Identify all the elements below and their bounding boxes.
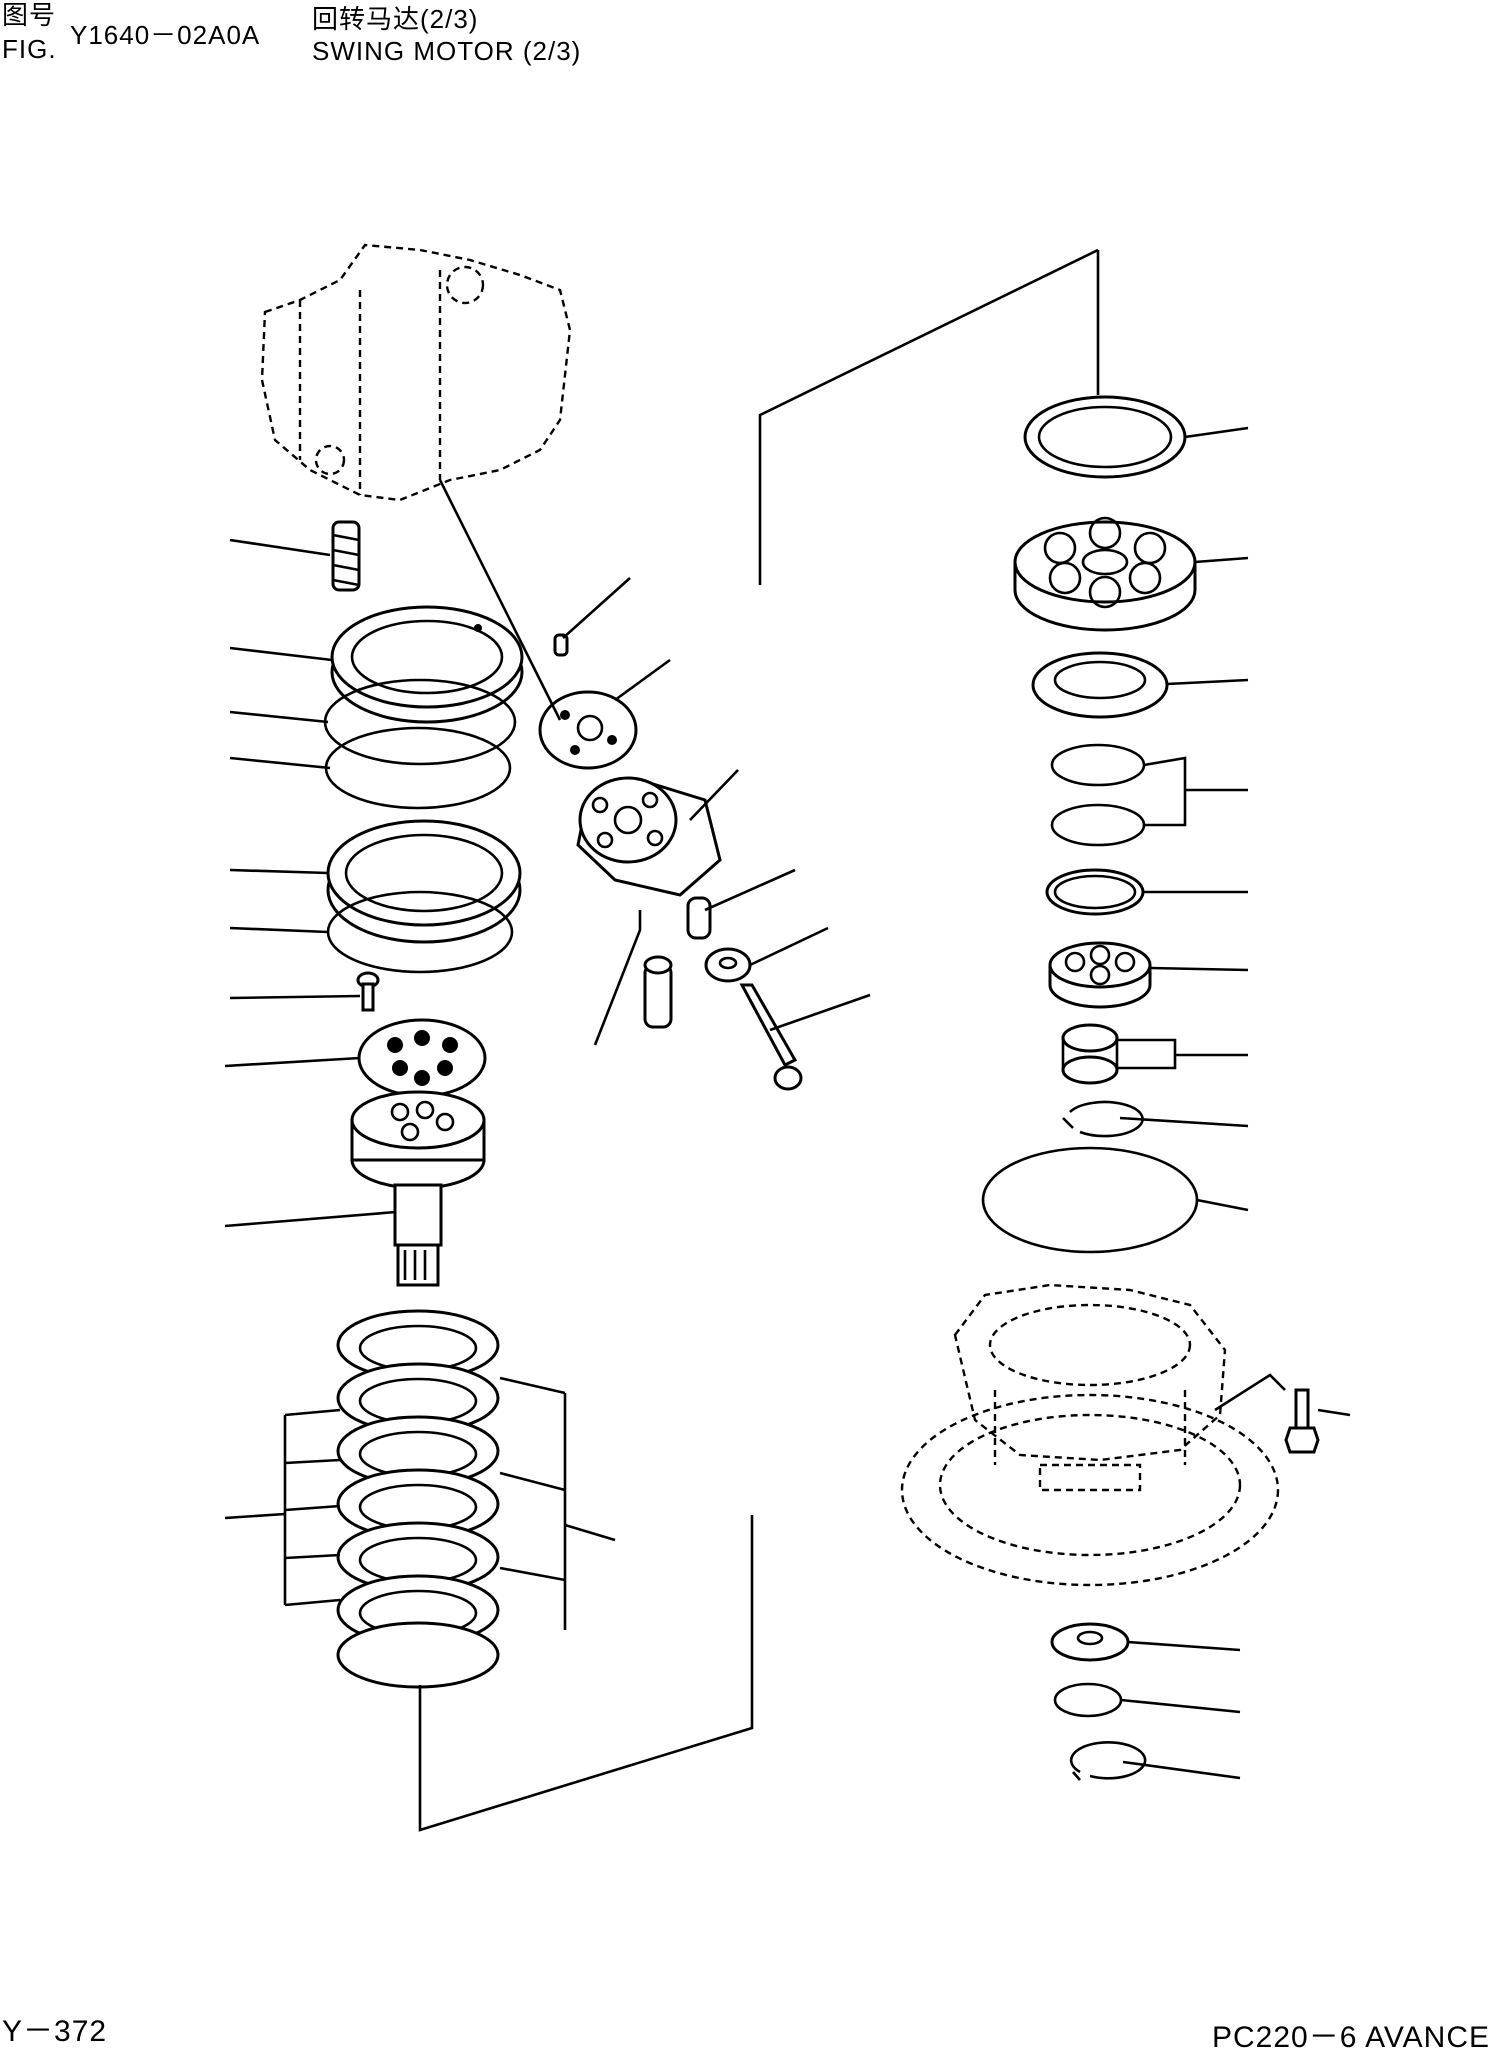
valve-plate [538,690,638,770]
piston-spring [686,896,712,940]
collar-pair [1061,1023,1119,1085]
lower-snap-ring [1069,1741,1147,1781]
title-cn: 回转马达(2/3) [312,4,479,34]
snap-ring [1062,1100,1144,1138]
motor-housing [900,1283,1280,1587]
pin [553,633,569,657]
machine-model: PC220－6 AVANCE [1211,2021,1490,2054]
fig-label-cn: 图号 [2,0,57,30]
piston-rod [739,983,803,1091]
upper-ring [330,605,524,724]
roller-bearing-large [1013,516,1197,632]
bearing-seal [1031,651,1169,719]
o-ring-upper-b [324,726,512,810]
brake-disc-stack [336,1309,500,1689]
large-o-ring [981,1146,1199,1254]
small-bolt [356,971,380,1012]
roller-bearing-small [1048,941,1152,1009]
figure-number: Y1640－02A0A [70,20,261,50]
title-en: SWING MOTOR (2/3) [312,36,582,66]
lower-bearing [1050,1622,1130,1662]
lower-ring [326,819,522,944]
page-code: Y－372 [2,2015,108,2048]
shoe-plate [357,1018,487,1098]
retainer-ring [1045,868,1145,916]
shim-a [1050,743,1146,787]
hex-bolt [1284,1388,1320,1454]
output-shaft [350,1090,486,1287]
fig-label-en: FIG. [2,34,57,64]
piston [643,955,673,1029]
leader-lines [224,248,1351,1832]
lower-washer [1053,1682,1123,1718]
thrust-ring [1023,395,1187,479]
washer [704,947,752,983]
spring [331,520,361,592]
valve-block [260,243,572,502]
shim-b [1050,803,1146,847]
cylinder-block [576,776,722,897]
